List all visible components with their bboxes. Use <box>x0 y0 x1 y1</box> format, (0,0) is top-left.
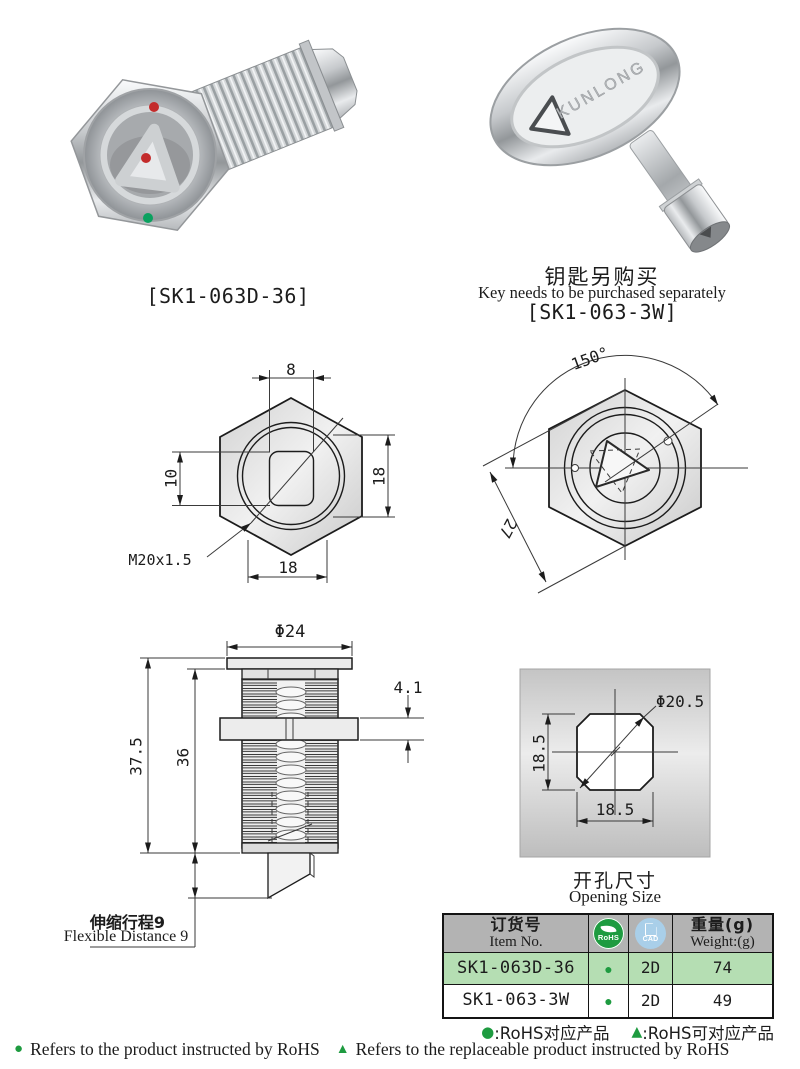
green-dot-icon: ● <box>14 1041 24 1057</box>
col-header-cad: CAD <box>628 915 672 952</box>
lock-part-number: [SK1-063D-36] <box>146 284 310 308</box>
table-row-cad: 2D <box>628 984 672 1017</box>
key-shaft <box>629 130 731 253</box>
col-header-item: 订货号 Item No. <box>444 915 588 952</box>
item-number: SK1-063D-36 <box>456 957 576 978</box>
dim-top: 8 <box>286 360 296 379</box>
front-view-drawing <box>172 370 395 583</box>
opening-title-cn: 开孔尺寸 <box>572 870 657 892</box>
legend-tri-text: :RoHS可对应产品 <box>642 1024 774 1043</box>
dim-left: 10 <box>161 468 181 489</box>
dim-body-height: 36 <box>173 747 193 768</box>
table-row-item: SK1-063-3W <box>444 984 588 1017</box>
cad-badge-label: CAD <box>642 936 659 944</box>
item-header-cn: 订货号 <box>490 914 542 934</box>
rohs-dot: ● <box>604 993 613 1009</box>
rohs-legend: ● :RoHS对应产品 ▲ :RoHS可对应产品 <box>442 1020 774 1044</box>
opening-size-drawing <box>519 668 711 858</box>
key-triangle-mark <box>529 95 571 136</box>
table-row-weight: 49 <box>672 984 772 1017</box>
table-row-rohs: ● <box>588 952 628 984</box>
green-triangle-icon: ▲ <box>631 1024 643 1040</box>
footer-dot-text: Refers to the product instructed by RoHS <box>30 1039 320 1059</box>
green-indicator-dot <box>143 213 153 223</box>
item-number: SK1-063-3W <box>462 990 570 1011</box>
dim-bottom: 18 <box>278 558 298 577</box>
col-header-rohs: RoHS <box>588 915 628 952</box>
dim-right: 18 <box>369 466 389 487</box>
key-photo: KUNLONG <box>489 27 731 253</box>
lock-photo <box>70 39 358 232</box>
key-head: KUNLONG <box>489 27 681 167</box>
weight-value: 49 <box>712 990 733 1010</box>
green-triangle-icon: ▲ <box>335 1041 350 1057</box>
weight-value: 74 <box>712 958 733 978</box>
dim-total-height: 37.5 <box>126 737 146 776</box>
rohs-badge-icon: RoHS <box>593 918 624 949</box>
red-indicator-dot-top <box>149 102 159 112</box>
cad-badge-icon: CAD <box>635 918 666 949</box>
red-indicator-dot-center <box>141 153 151 163</box>
legend-dot-text: :RoHS对应产品 <box>494 1024 610 1043</box>
travel-label-en: Flexible Distance 9 <box>63 928 189 945</box>
document-icon <box>644 923 657 937</box>
travel-label-cn: 伸缩行程9 <box>89 913 166 932</box>
cad-value: 2D <box>640 958 661 978</box>
dim-nut-thickness: 4.1 <box>393 678 423 697</box>
col-header-weight: 重量(g) Weight:(g) <box>672 915 772 952</box>
opening-title-en: Opening Size <box>568 887 662 906</box>
cad-value: 2D <box>640 990 661 1010</box>
item-header-en: Item No. <box>489 933 543 950</box>
table-row-item: SK1-063D-36 <box>444 952 588 984</box>
table-row-rohs: ● <box>588 984 628 1017</box>
spec-table: 订货号 Item No. RoHS CAD 重量(g) Weight:(g) S… <box>442 913 774 1019</box>
dim-opening-dia: Φ20.5 <box>655 692 705 711</box>
green-dot-icon: ● <box>481 1022 495 1041</box>
dim-opening-width: 18.5 <box>595 800 635 819</box>
dim-diameter: Φ24 <box>274 622 306 642</box>
key-note-cn: 钥匙另购买 <box>544 265 660 289</box>
footer-legend: ● Refers to the product instructed by Ro… <box>14 1039 796 1060</box>
dim-opening-height: 18.5 <box>529 734 549 773</box>
thread-label: M20x1.5 <box>128 551 192 569</box>
weight-header-en: Weight:(g) <box>690 933 755 950</box>
key-part-number: [SK1-063-3W] <box>526 300 678 324</box>
angle-view-drawing <box>482 354 748 594</box>
key-note-en: Key needs to be purchased separately <box>478 283 726 302</box>
table-row-cad: 2D <box>628 952 672 984</box>
rohs-dot: ● <box>604 960 613 977</box>
footer-tri-text: Refers to the replaceable product instru… <box>355 1039 730 1059</box>
rohs-badge-label: RoHS <box>597 933 620 943</box>
side-view-drawing <box>90 641 424 948</box>
table-row-weight: 74 <box>672 952 772 984</box>
weight-header-cn: 重量(g) <box>690 914 755 934</box>
